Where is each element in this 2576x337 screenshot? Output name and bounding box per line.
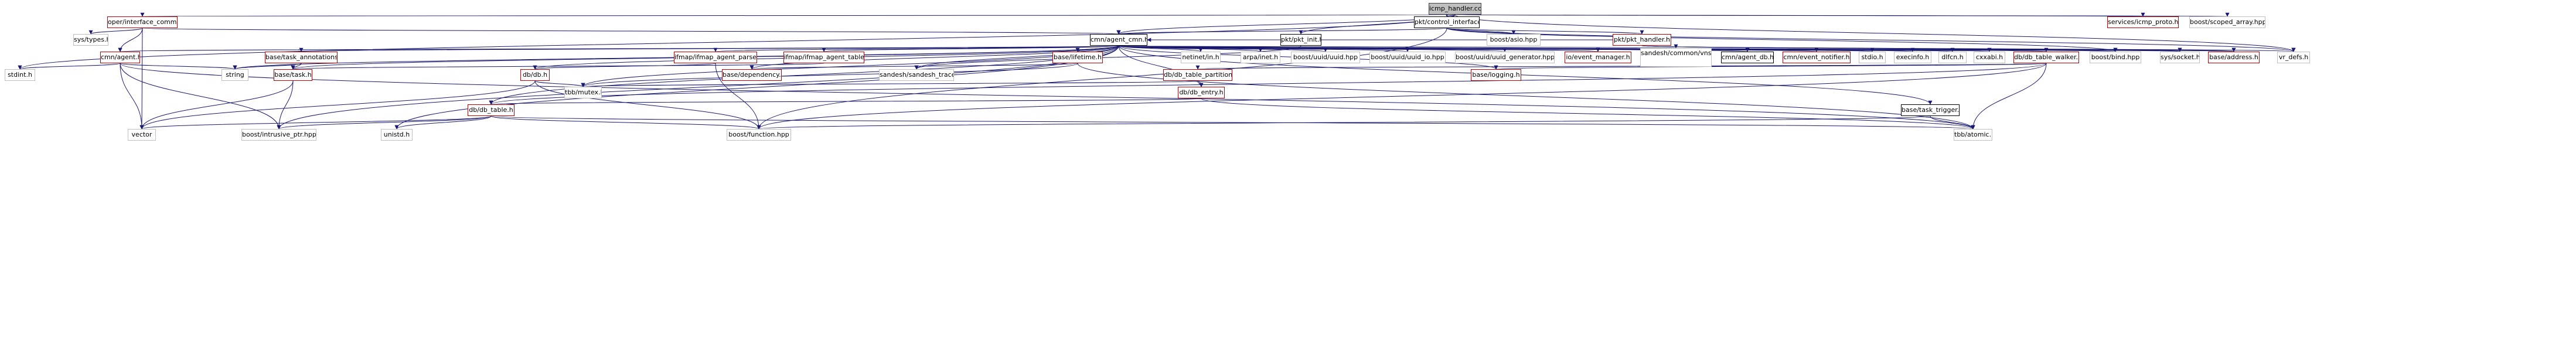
- edge-n3-n38: [914, 45, 1301, 70]
- node-cmn-agent-cmn-h[interactable]: cmn/agent_cmn.h: [1090, 34, 1147, 46]
- node-pkt-pkt-handler-h[interactable]: pkt/pkt_handler.h: [1613, 34, 1671, 46]
- node-stdint-h: stdint.h: [5, 69, 35, 81]
- node-execinfo-h: execinfo.h: [1894, 52, 1931, 63]
- edge-n28-n48: [757, 63, 2047, 130]
- node-netinet-in-h: netinet/in.h: [1181, 52, 1221, 63]
- edge-n14-n37: [750, 63, 1078, 70]
- node-base-dependency-h[interactable]: base/dependency.h: [722, 69, 782, 81]
- edge-n10-n46: [120, 63, 281, 130]
- node-cmn-agent-h[interactable]: cmn/agent.h: [100, 52, 140, 63]
- node-icmp-handler-cc: icmp_handler.cc: [1429, 3, 1481, 15]
- node-boost-asio-hpp: boost/asio.hpp: [1487, 34, 1541, 46]
- edge-n43-n45: [139, 115, 492, 130]
- node-sys-types-h: sys/types.h: [73, 34, 108, 46]
- edge-n2-n9: [1446, 28, 1644, 35]
- node-boost-function-hpp: boost/function.hpp: [727, 129, 791, 141]
- edge-n10-n34: [120, 63, 237, 70]
- node-boost-uuid-uuid-generator-hpp: boost/uuid/uuid_generator.hpp: [1455, 52, 1555, 63]
- edge-n7-n21: [1118, 43, 1677, 49]
- edge-n7-n44: [1118, 45, 1933, 105]
- node-base-task-annotations-h[interactable]: base/task_annotations.h: [265, 52, 338, 63]
- edge-n13-n35: [291, 63, 824, 70]
- edge-n36-n45: [139, 80, 536, 130]
- node-arpa-inet-h: arpa/inet.h: [1241, 52, 1280, 63]
- edge-n9-n32: [1641, 45, 2295, 52]
- node-boost-uuid-uuid-io-hpp: boost/uuid/uuid_io.hpp: [1369, 52, 1446, 63]
- node-string: string: [222, 69, 248, 81]
- edge-n44-n48: [757, 115, 1931, 130]
- node-cmn-agent-db-h[interactable]: cmn/agent_db.h: [1721, 52, 1774, 63]
- edge-n10-n33: [18, 63, 121, 70]
- edge-n43-n47: [394, 115, 492, 130]
- node-vr-defs-h: vr_defs.h: [2277, 52, 2310, 63]
- node-base-lifetime-h[interactable]: base/lifetime.h: [1052, 52, 1103, 63]
- node-tbb-atomic-h: tbb/atomic.h: [1954, 129, 1992, 141]
- node-db-db-table-walker-h[interactable]: db/db_table_walker.h: [2013, 52, 2079, 63]
- edge-n14-n49: [1077, 63, 1975, 130]
- edge-n10-n45: [120, 63, 144, 130]
- node-base-task-h[interactable]: base/task.h: [274, 69, 312, 81]
- node-pkt-control-interface-h[interactable]: pkt/control_interface.h: [1414, 16, 1480, 28]
- node-dlfcn-h: dlfcn.h: [1938, 52, 1967, 63]
- edge-n43-n49: [490, 115, 1974, 130]
- edge-n7-n38: [914, 45, 1119, 70]
- node-sys-socket-h: sys/socket.h: [2160, 52, 2200, 63]
- node-boost-intrusive-ptr-hpp: boost/intrusive_ptr.hpp: [241, 129, 316, 141]
- edge-n43-n48: [490, 115, 761, 130]
- node-oper-interface-common-h[interactable]: oper/interface_common.h: [107, 16, 178, 28]
- edge-n39-n41: [581, 80, 1198, 87]
- node-db-db-table-h[interactable]: db/db_table.h: [468, 104, 514, 116]
- edge-n1-n7: [142, 28, 1120, 35]
- edge-n12-n36: [533, 63, 716, 70]
- edge-n28-n49: [1971, 63, 2047, 130]
- node-cmn-event-notifier-h[interactable]: cmn/event_notifier.h: [1783, 52, 1851, 63]
- node-cxxabi-h: cxxabi.h: [1974, 52, 2005, 63]
- edge-n2-n7: [1117, 28, 1447, 35]
- node-boost-scoped-array-hpp: boost/scoped_array.hpp: [2189, 16, 2265, 28]
- node-boost-bind-hpp: boost/bind.hpp: [2090, 52, 2141, 63]
- edge-n7-n11: [300, 45, 1119, 52]
- node-base-address-h[interactable]: base/address.h: [2208, 52, 2260, 63]
- edge-n35-n46: [277, 80, 294, 130]
- node-ifmap-ifmap-agent-parser-h[interactable]: ifmap/ifmap_agent_parser.h: [674, 52, 757, 63]
- node-boost-uuid-uuid-hpp: boost/uuid/uuid.hpp: [1291, 52, 1360, 63]
- edge-n36-n41: [534, 80, 585, 87]
- edge-n0-n32: [1454, 14, 2296, 52]
- node-unistd-h: unistd.h: [381, 129, 413, 141]
- edge-n2-n29: [1446, 28, 2118, 52]
- node-ifmap-ifmap-agent-table-h[interactable]: ifmap/ifmap_agent_table.h: [783, 52, 864, 63]
- edge-n0-n1: [142, 12, 1456, 17]
- node-db-db-h[interactable]: db/db.h: [520, 69, 550, 81]
- edge-n44-n49: [1930, 115, 1975, 130]
- node-tbb-mutex-h: tbb/mutex.h: [564, 87, 602, 98]
- edge-n2-n32: [1446, 28, 2296, 52]
- node-db-db-entry-h[interactable]: db/db_entry.h: [1178, 87, 1225, 98]
- node-sandesh-common-vns-constants-h: sandesh/common/vns_constants.h: [1640, 48, 1712, 67]
- edge-n42-n49: [1201, 98, 1975, 130]
- edge-n28-n40: [1494, 63, 2047, 70]
- node-io-event-manager-h[interactable]: io/event_manager.h: [1565, 52, 1631, 63]
- edge-n12-n48: [715, 63, 761, 130]
- edge-n0-n5: [1454, 12, 2228, 17]
- edge-n14-n41: [581, 63, 1078, 87]
- edge-n11-n34: [233, 63, 302, 70]
- node-base-logging-h[interactable]: base/logging.h: [1471, 69, 1521, 81]
- node-pkt-pkt-init-h[interactable]: pkt/pkt_init.h: [1280, 34, 1321, 46]
- node-vector: vector: [128, 129, 156, 141]
- node-services-icmp-proto-h[interactable]: services/icmp_proto.h: [2107, 16, 2179, 28]
- node-stdio-h: stdio.h: [1859, 52, 1886, 63]
- edge-n7-n13: [822, 45, 1119, 52]
- node-sandesh-sandesh-trace-h: sandesh/sandesh_trace.h: [879, 69, 954, 81]
- node-base-task-trigger-h[interactable]: base/task_trigger.h: [1901, 104, 1960, 116]
- edge-n43-n46: [277, 115, 492, 130]
- edge-n39-n42: [1197, 80, 1204, 87]
- edge-n35-n45: [139, 80, 294, 130]
- edge-n1-n6: [88, 28, 143, 35]
- edge-n42-n43: [490, 98, 1202, 105]
- node-db-db-table-partition-h[interactable]: db/db_table_partition.h: [1163, 69, 1232, 81]
